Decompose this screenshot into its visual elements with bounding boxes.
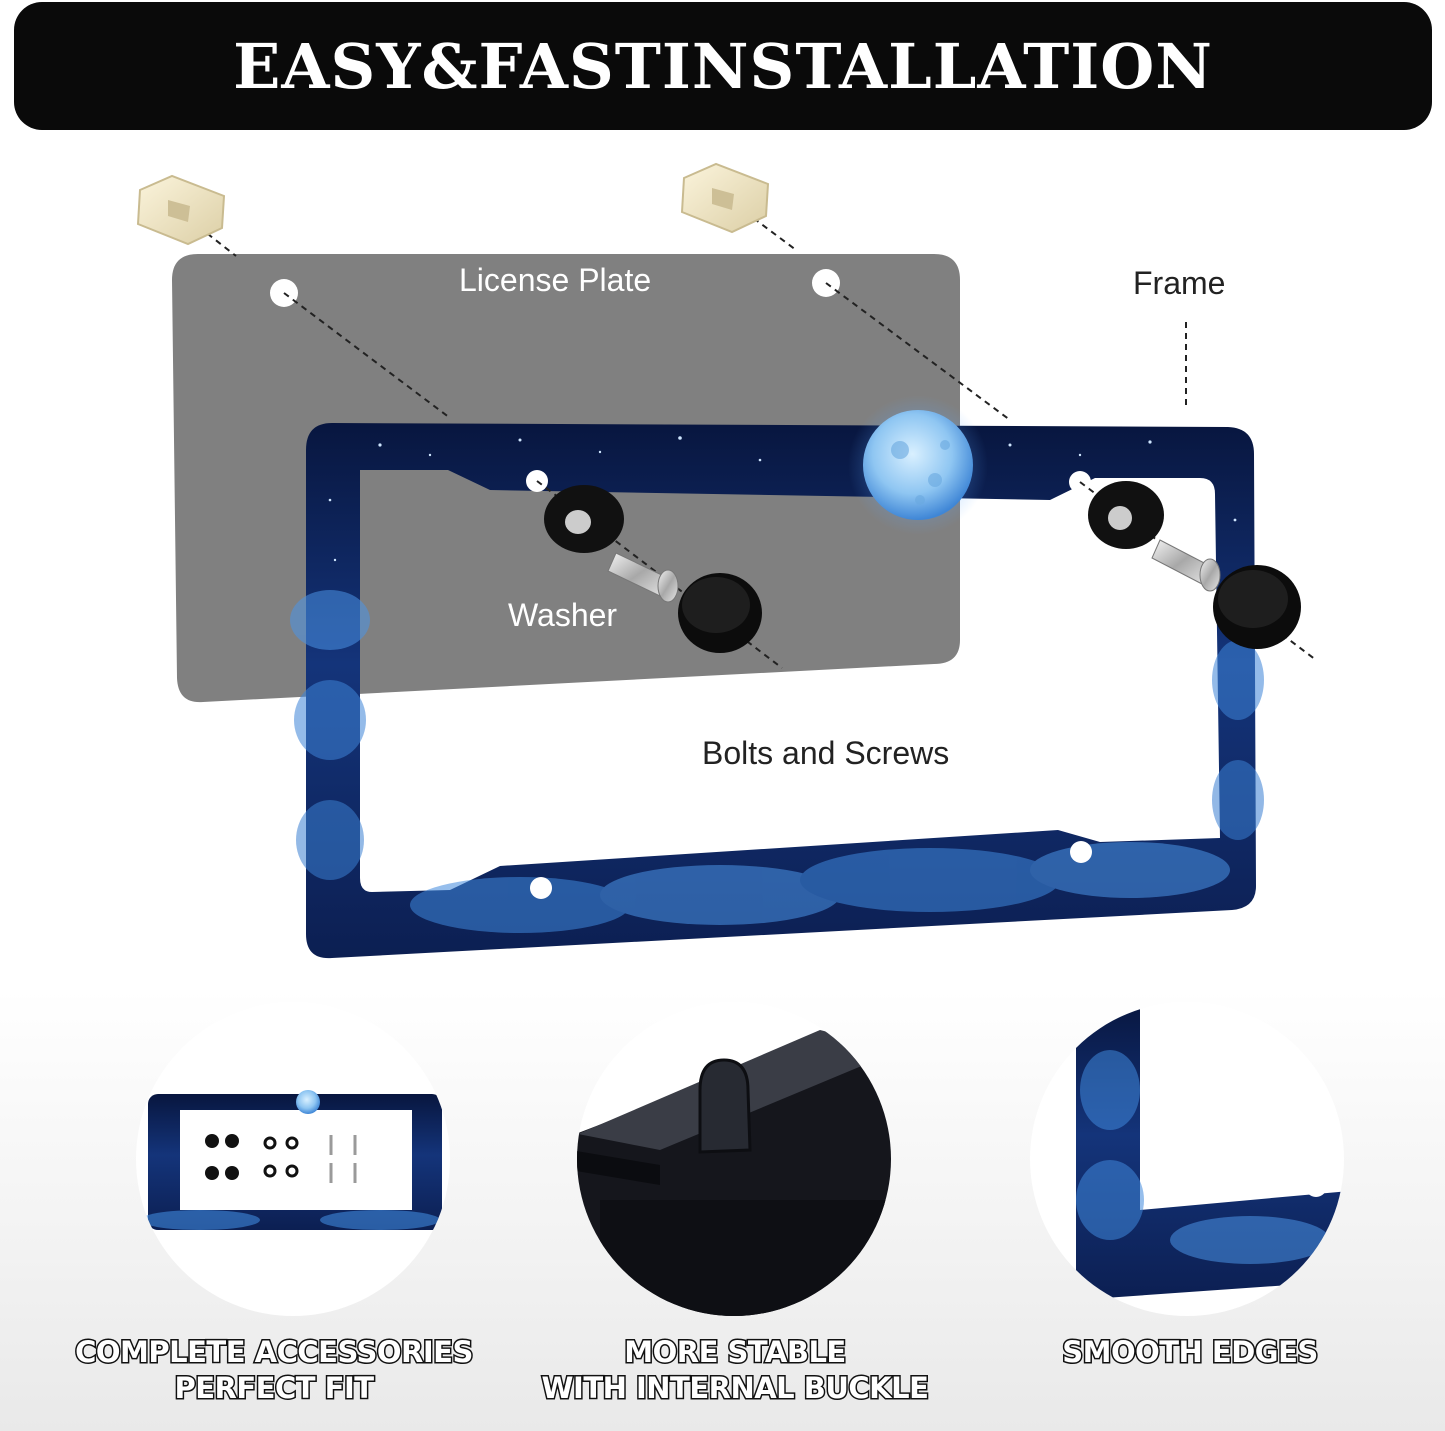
caption-accessories-line2: PERFECT FIT	[173, 1370, 376, 1407]
caption-stable-line2: WITH INTERNAL BUCKLE	[540, 1370, 930, 1407]
bolts-label: Bolts and Screws	[702, 735, 950, 771]
washer-icon	[1213, 565, 1301, 649]
title-banner: EASY&FASTINSTALLATION	[14, 2, 1432, 130]
washer-icon	[1088, 481, 1164, 549]
moon-icon	[863, 410, 973, 520]
caption-edges-line1: SMOOTH EDGES	[1061, 1334, 1320, 1371]
caption-stable: MORE STABLE WITH INTERNAL BUCKLE	[520, 1334, 950, 1407]
license-plate-frame	[290, 395, 1264, 959]
washer-icon	[678, 573, 762, 653]
detail-circle-edges	[1030, 1002, 1344, 1316]
screw-icon	[1151, 539, 1221, 592]
caption-stable-line1: MORE STABLE	[623, 1334, 848, 1371]
caption-accessories-line1: COMPLETE ACCESSORIES	[74, 1334, 475, 1371]
clip-icon	[680, 162, 770, 234]
frame-label: Frame	[1133, 265, 1226, 301]
caption-edges: SMOOTH EDGES	[1040, 1334, 1340, 1371]
caption-accessories: COMPLETE ACCESSORIES PERFECT FIT	[54, 1334, 494, 1407]
washer-icon	[544, 485, 624, 553]
clip-icon	[136, 174, 226, 246]
screw-icon	[607, 552, 679, 603]
washer-label: Washer	[508, 597, 618, 633]
detail-circle-buckle	[577, 1002, 891, 1316]
detail-circle-accessories	[136, 1002, 450, 1316]
license-plate-label: License Plate	[459, 262, 652, 298]
page-title: EASY&FASTINSTALLATION	[233, 29, 1213, 103]
